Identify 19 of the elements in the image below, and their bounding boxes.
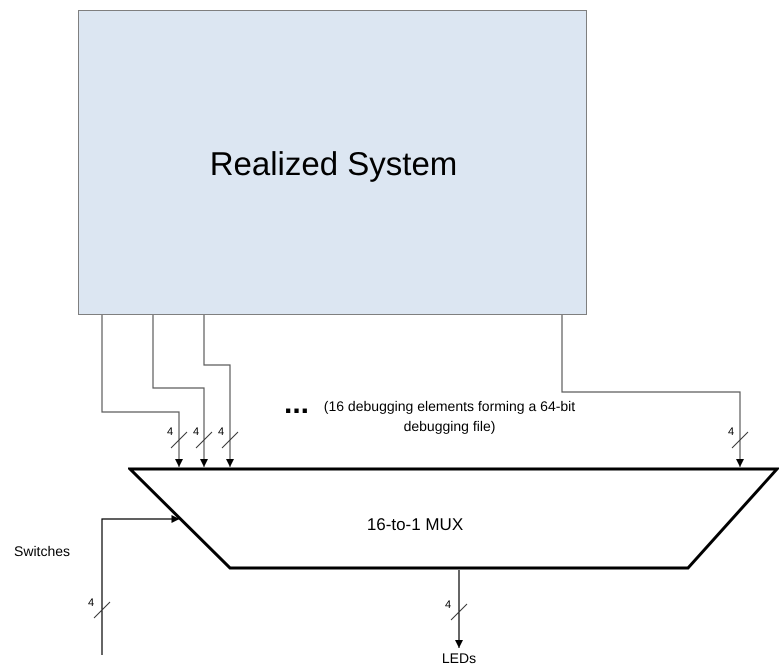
edge-label: Switches bbox=[14, 543, 70, 559]
ellipsis: ... bbox=[284, 394, 310, 414]
arrow bbox=[101, 515, 180, 655]
block-title: Realized System bbox=[210, 144, 458, 182]
multiplexer-label: 16-to-1 MUX bbox=[366, 515, 464, 535]
arrow bbox=[455, 570, 463, 648]
system-block bbox=[78, 10, 587, 315]
bus-width-label: 4 bbox=[445, 599, 452, 611]
arrow bbox=[203, 315, 234, 467]
arrow bbox=[561, 315, 744, 467]
bus-width-label: 4 bbox=[88, 597, 94, 609]
bus-width-label: 4 bbox=[167, 426, 174, 438]
output-label: LEDs bbox=[442, 650, 476, 666]
bus-width-label: 4 bbox=[728, 426, 734, 438]
arrow bbox=[101, 315, 183, 467]
annotation-text: (16 debugging elements forming a 64-bit debugging file) bbox=[322, 397, 576, 436]
arrow bbox=[152, 315, 208, 467]
bus-width-label: 4 bbox=[218, 426, 224, 438]
bus-width-label: 4 bbox=[193, 426, 200, 438]
